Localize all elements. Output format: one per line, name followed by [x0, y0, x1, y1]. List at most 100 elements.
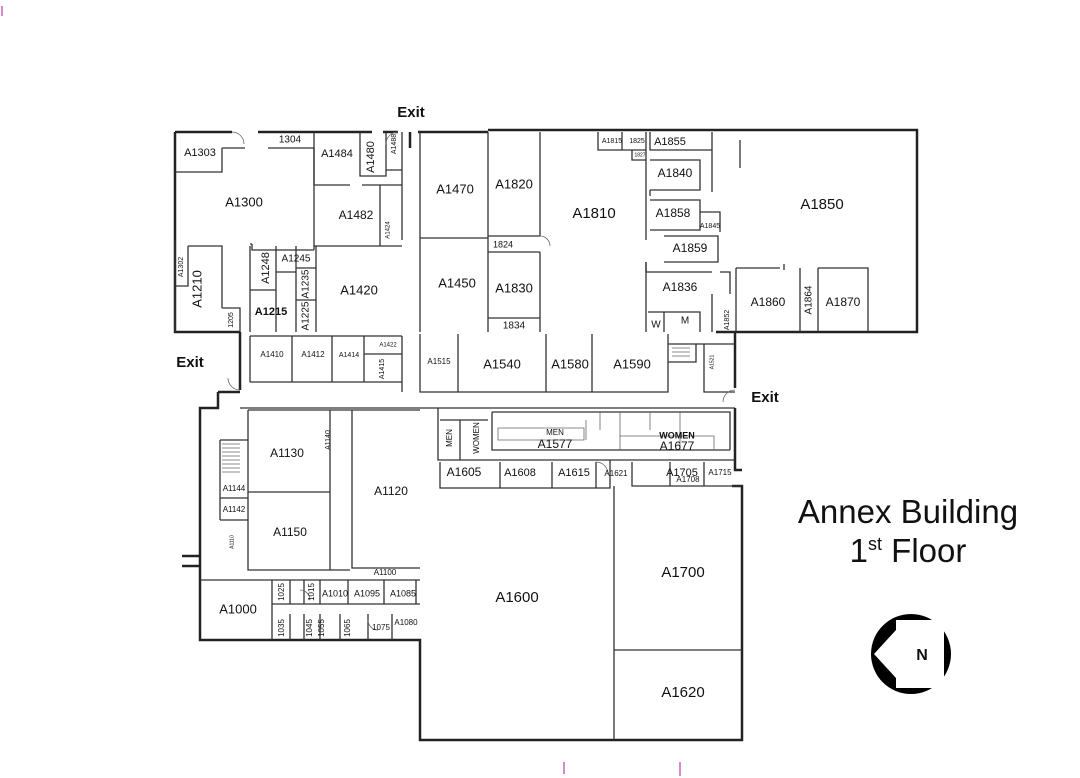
room-label: 1834	[503, 321, 526, 332]
room-label: A1845	[700, 223, 720, 230]
room-label: A1414	[339, 352, 359, 359]
room-label: A1620	[661, 684, 704, 701]
room-label: A1415	[379, 359, 386, 379]
room-label: A1482	[339, 208, 374, 222]
room-label: A1248	[260, 252, 272, 284]
room-label: A1100	[374, 568, 397, 577]
room-label: A1150	[273, 525, 307, 539]
room-label: 1025	[277, 583, 286, 601]
room-label: A1420	[340, 282, 378, 297]
room-label: A1235	[301, 269, 312, 298]
room-labels: A1303 1304 A1484 A1480 A1488 A1300 A1482…	[178, 134, 861, 701]
room-label: 1065	[343, 619, 352, 637]
room-label: A1820	[495, 176, 533, 191]
room-label: A1095	[354, 588, 380, 598]
room-label: 1827	[634, 152, 645, 158]
room-label: A1700	[661, 564, 704, 581]
room-label: A1815	[602, 138, 622, 145]
room-label: A1303	[184, 147, 216, 159]
room-label: A1810	[572, 205, 615, 222]
room-label: A1225	[301, 301, 312, 330]
room-label: A1515	[427, 357, 451, 366]
room-label: A1080	[394, 618, 418, 627]
room-label: MEN	[546, 428, 564, 437]
room-label: A1422	[379, 343, 397, 349]
room-label: 1055	[317, 619, 326, 637]
exit-labels: Exit Exit Exit	[176, 104, 779, 406]
room-label: A1708	[676, 475, 700, 484]
room-label: A1715	[708, 468, 732, 477]
room-label: A1085	[390, 588, 416, 598]
room-label: A1600	[495, 589, 538, 606]
room-label: A1864	[804, 285, 815, 314]
room-label: W	[651, 320, 661, 331]
room-label: A1590	[613, 356, 651, 371]
floor-number: 1	[849, 531, 868, 569]
room-label: A1521	[709, 355, 715, 370]
room-label: A1140	[325, 430, 332, 450]
room-label: A1860	[751, 295, 786, 309]
building-name: Annex Building	[797, 493, 1019, 530]
room-label: A1855	[654, 136, 686, 148]
room-label: A1488	[391, 134, 398, 154]
room-label: A1852	[724, 310, 731, 330]
room-label: A1615	[558, 467, 590, 479]
room-label: A1621	[604, 469, 628, 478]
room-label: A1470	[436, 181, 474, 196]
room-label: A1120	[374, 484, 408, 498]
door-swings	[227, 131, 736, 631]
room-label: 1824	[493, 239, 513, 249]
room-label: A1484	[321, 148, 353, 160]
room-label: M	[681, 316, 689, 327]
room-label: WOMEN	[472, 422, 481, 454]
room-label: A1000	[219, 601, 257, 616]
room-label: A1450	[438, 275, 476, 290]
room-label: A1577	[538, 437, 573, 451]
room-label: A1840	[658, 166, 693, 180]
room-label: 1015	[307, 583, 316, 601]
room-label: A1705	[666, 467, 698, 479]
room-label: WOMEN	[659, 430, 695, 440]
room-label: A1245	[282, 254, 311, 265]
room-label: 1075	[372, 623, 390, 632]
room-label: A1830	[495, 280, 533, 295]
room-label: A1836	[663, 280, 698, 294]
room-label: A1210	[189, 270, 204, 308]
exit-west: Exit	[176, 354, 204, 371]
room-label: A1142	[223, 505, 246, 514]
floor-label: 1st Floor	[778, 532, 1038, 571]
room-label: A1480	[365, 141, 377, 173]
stairs	[222, 347, 690, 473]
exit-north: Exit	[397, 104, 425, 121]
interior-walls	[174, 132, 869, 740]
room-label: A1215	[255, 306, 287, 318]
title-block: Annex Building 1st Floor	[778, 493, 1038, 571]
room-label: A1608	[504, 467, 536, 479]
registration-marks	[1, 6, 681, 776]
room-label: A1412	[301, 350, 325, 359]
room-label: MEN	[445, 429, 454, 447]
room-label: A1540	[483, 356, 521, 371]
compass-arrow-icon	[874, 620, 944, 688]
room-label: A1858	[656, 206, 691, 220]
room-label: A1010	[322, 588, 348, 598]
room-label: A1580	[551, 356, 589, 371]
room-label: A1130	[270, 446, 304, 460]
room-label: 1825	[629, 138, 645, 145]
floor-ordinal-suffix: st	[867, 533, 882, 554]
room-label: 1205	[228, 312, 235, 328]
room-label: A1302	[178, 257, 185, 277]
room-label: A1144	[223, 484, 246, 493]
room-label: 1304	[279, 135, 302, 146]
room-label: A1859	[673, 241, 708, 255]
compass-label: N	[916, 647, 928, 664]
floor-word: Floor	[882, 531, 967, 569]
room-label: A1605	[447, 465, 482, 479]
room-label: A1850	[800, 196, 843, 213]
room-label: A1300	[225, 194, 263, 209]
room-label: A1110	[229, 535, 235, 549]
room-label: A1424	[386, 221, 392, 239]
north-compass: N	[871, 614, 951, 694]
room-label: A1677	[660, 439, 695, 453]
room-label: A1870	[826, 295, 861, 309]
